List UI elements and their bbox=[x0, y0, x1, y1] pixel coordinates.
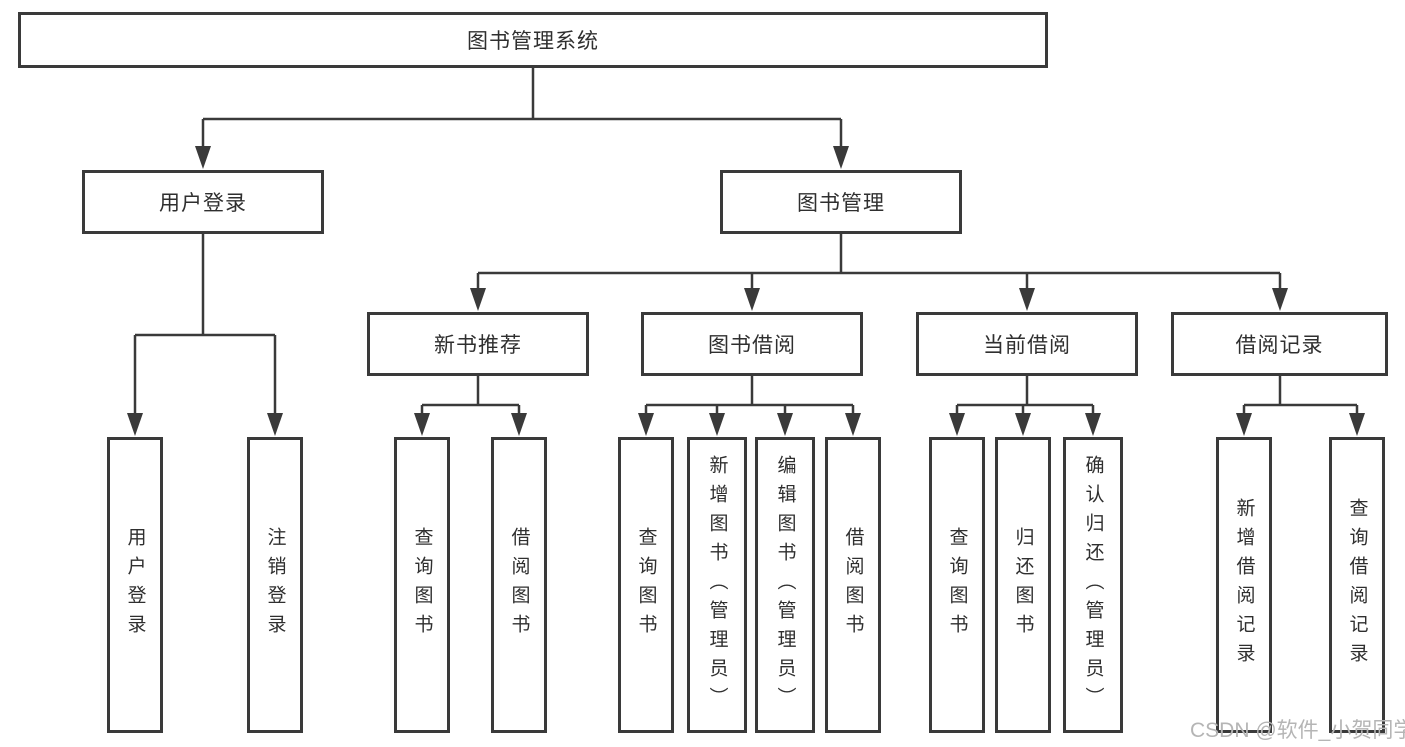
connector bbox=[1242, 376, 1359, 414]
arrow-down-icon bbox=[845, 413, 861, 436]
leaf-return-book-label: 归还图书 bbox=[1012, 527, 1034, 643]
arrow-down-icon bbox=[195, 146, 211, 169]
leaf-query-borrow-record: 查询借阅记录 bbox=[1329, 437, 1385, 733]
leaf-add-book-admin: 新增图书（管理员） bbox=[687, 437, 747, 733]
leaf-logout-login-label: 注销登录 bbox=[264, 527, 286, 643]
leaf-return-book: 归还图书 bbox=[995, 437, 1051, 733]
arrow-down-icon bbox=[709, 413, 725, 436]
leaf-query-borrow-record-label: 查询借阅记录 bbox=[1346, 498, 1368, 672]
arrow-down-icon bbox=[1019, 288, 1035, 311]
node-current-borrow-label: 当前借阅 bbox=[983, 334, 1071, 357]
leaf-confirm-return-admin-label: 确认归还（管理员） bbox=[1082, 454, 1104, 716]
connector bbox=[476, 234, 1282, 289]
arrow-down-icon bbox=[470, 288, 486, 311]
arrow-down-icon bbox=[638, 413, 654, 436]
node-root: 图书管理系统 bbox=[18, 12, 1048, 68]
leaf-confirm-return-admin: 确认归还（管理员） bbox=[1063, 437, 1123, 733]
leaf-borrow-books-recommend-label: 借阅图书 bbox=[508, 527, 530, 643]
connector bbox=[644, 376, 855, 414]
leaf-edit-book-admin-label: 编辑图书（管理员） bbox=[774, 454, 796, 716]
node-current-borrow: 当前借阅 bbox=[916, 312, 1138, 376]
connector bbox=[201, 68, 843, 147]
node-borrow-records-label: 借阅记录 bbox=[1235, 334, 1324, 357]
leaf-user-login: 用户登录 bbox=[107, 437, 163, 733]
node-book-management: 图书管理 bbox=[720, 170, 962, 234]
leaf-borrow-books-recommend: 借阅图书 bbox=[491, 437, 547, 733]
node-borrow-records: 借阅记录 bbox=[1171, 312, 1388, 376]
leaf-query-books-borrow: 查询图书 bbox=[618, 437, 674, 733]
leaf-query-books-current: 查询图书 bbox=[929, 437, 985, 733]
node-root-label: 图书管理系统 bbox=[467, 30, 599, 53]
leaf-edit-book-admin: 编辑图书（管理员） bbox=[755, 437, 815, 733]
arrow-down-icon bbox=[414, 413, 430, 436]
arrow-down-icon bbox=[744, 288, 760, 311]
arrow-down-icon bbox=[1349, 413, 1365, 436]
leaf-add-book-admin-label: 新增图书（管理员） bbox=[706, 454, 728, 716]
leaf-borrow-books-borrow-label: 借阅图书 bbox=[842, 527, 864, 643]
node-book-borrow: 图书借阅 bbox=[641, 312, 863, 376]
leaf-user-login-label: 用户登录 bbox=[124, 527, 146, 643]
node-user-login-group: 用户登录 bbox=[82, 170, 324, 234]
leaf-add-borrow-record-label: 新增借阅记录 bbox=[1233, 498, 1255, 672]
node-book-borrow-label: 图书借阅 bbox=[708, 334, 796, 357]
arrow-down-icon bbox=[1236, 413, 1252, 436]
arrow-down-icon bbox=[1272, 288, 1288, 311]
leaf-query-books-recommend-label: 查询图书 bbox=[411, 527, 433, 643]
arrow-down-icon bbox=[833, 146, 849, 169]
leaf-logout-login: 注销登录 bbox=[247, 437, 303, 733]
arrow-down-icon bbox=[127, 413, 143, 436]
leaf-query-books-current-label: 查询图书 bbox=[946, 527, 968, 643]
node-new-book-recommend: 新书推荐 bbox=[367, 312, 589, 376]
arrow-down-icon bbox=[1015, 413, 1031, 436]
arrow-down-icon bbox=[777, 413, 793, 436]
arrow-down-icon bbox=[1085, 413, 1101, 436]
node-new-book-recommend-label: 新书推荐 bbox=[434, 334, 522, 357]
arrow-down-icon bbox=[949, 413, 965, 436]
connector bbox=[955, 376, 1095, 414]
node-user-login-group-label: 用户登录 bbox=[159, 192, 247, 215]
leaf-add-borrow-record: 新增借阅记录 bbox=[1216, 437, 1272, 733]
watermark: CSDN @软件_小贺同学 bbox=[1190, 719, 1405, 742]
leaf-query-books-borrow-label: 查询图书 bbox=[635, 527, 657, 643]
node-book-management-label: 图书管理 bbox=[797, 192, 885, 215]
connector bbox=[133, 234, 277, 414]
arrow-down-icon bbox=[267, 413, 283, 436]
arrow-down-icon bbox=[511, 413, 527, 436]
leaf-borrow-books-borrow: 借阅图书 bbox=[825, 437, 881, 733]
leaf-query-books-recommend: 查询图书 bbox=[394, 437, 450, 733]
connector bbox=[420, 376, 521, 414]
